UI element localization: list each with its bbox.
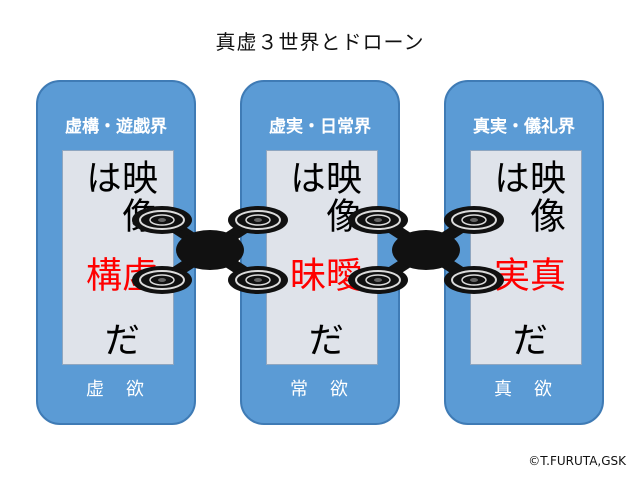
- desire-label: 常 欲: [290, 379, 350, 400]
- image-box: 映像は虚構だ: [62, 150, 174, 365]
- statement-highlight: 曖昧: [284, 256, 361, 295]
- statement-pre: 映像は: [80, 159, 157, 235]
- panel-title: 虚構・遊戯界: [65, 117, 167, 137]
- statement-post: だ: [302, 321, 343, 359]
- panel-title: 虚実・日常界: [269, 117, 371, 137]
- image-box: 映像は真実だ: [470, 150, 582, 365]
- panel-title: 真実・儀礼界: [473, 117, 575, 137]
- statement: 映像は虚構だ: [63, 159, 173, 359]
- panel-everyday-world: 虚実・日常界 映像は曖昧だ 常 欲: [240, 80, 400, 425]
- statement: 映像は真実だ: [471, 159, 581, 359]
- statement-highlight: 真実: [488, 256, 565, 295]
- panel-fiction-world: 虚構・遊戯界 映像は虚構だ 虚 欲: [36, 80, 196, 425]
- desire-label: 真 欲: [494, 379, 554, 400]
- desire-label: 虚 欲: [86, 379, 146, 400]
- diagram-title: 真虚３世界とドローン: [215, 30, 425, 54]
- copyright: ©T.FURUTA,GSK: [528, 454, 626, 468]
- statement-post: だ: [98, 321, 139, 359]
- statement-pre: 映像は: [488, 159, 565, 235]
- statement-post: だ: [506, 321, 547, 359]
- statement-highlight: 虚構: [80, 256, 157, 295]
- statement: 映像は曖昧だ: [267, 159, 377, 359]
- statement-pre: 映像は: [284, 159, 361, 235]
- image-box: 映像は曖昧だ: [266, 150, 378, 365]
- panel-truth-world: 真実・儀礼界 映像は真実だ 真 欲: [444, 80, 604, 425]
